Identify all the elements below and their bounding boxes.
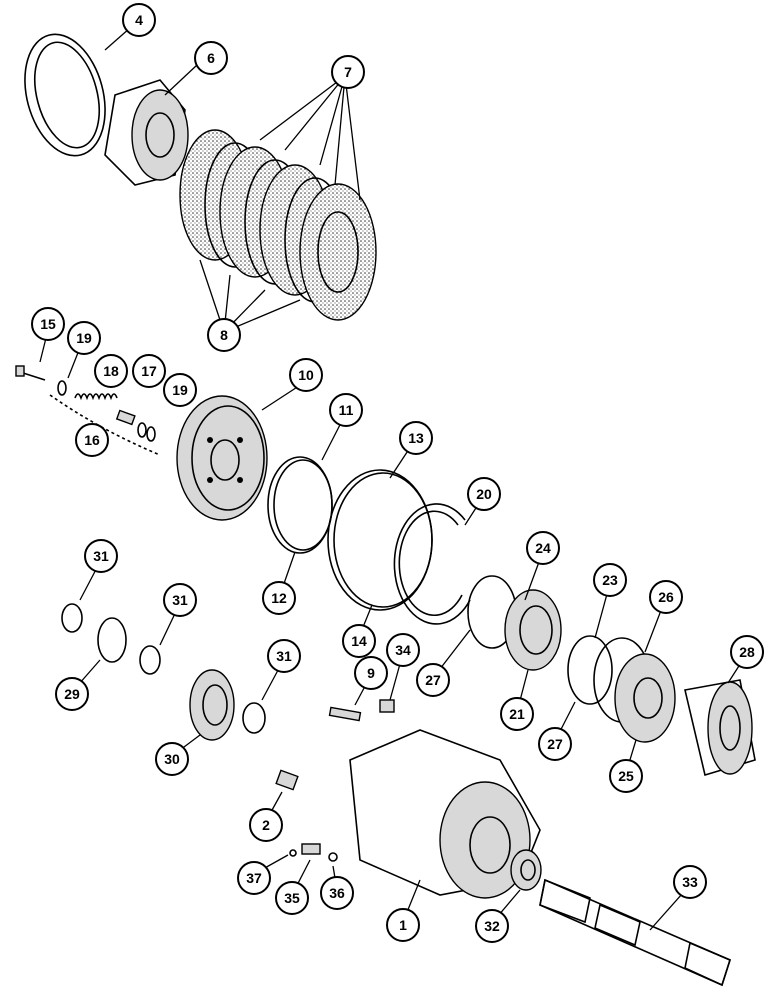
- svg-text:34: 34: [395, 642, 411, 658]
- callout-34: 34: [386, 633, 420, 667]
- part-32-ring: [510, 849, 542, 891]
- callout-1: 1: [386, 908, 420, 942]
- svg-text:17: 17: [141, 363, 157, 379]
- svg-text:36: 36: [329, 885, 345, 901]
- part-31-29-rings: [61, 603, 161, 675]
- part-13-14-seals: [327, 469, 433, 611]
- part-9-key: [328, 706, 362, 722]
- part-7-8-clutch-pack: [179, 129, 377, 321]
- svg-text:23: 23: [602, 572, 618, 588]
- svg-text:11: 11: [339, 402, 354, 418]
- part-10-piston: [176, 395, 268, 521]
- part-20-snap-ring: [393, 503, 471, 625]
- callout-30: 30: [155, 742, 189, 776]
- callout-4: 4: [122, 3, 156, 37]
- callout-12: 12: [262, 581, 296, 615]
- svg-text:31: 31: [276, 648, 292, 664]
- svg-text:29: 29: [64, 686, 80, 702]
- callout-19: 19: [67, 321, 101, 355]
- callout-21: 21: [500, 697, 534, 731]
- part-33-shaft: [539, 878, 731, 987]
- svg-text:2: 2: [262, 817, 270, 833]
- callout-10: 10: [289, 358, 323, 392]
- callout-28: 28: [730, 635, 764, 669]
- svg-text:19: 19: [76, 330, 92, 346]
- svg-text:13: 13: [408, 430, 424, 446]
- part-35-37-36-fittings: [289, 843, 338, 862]
- callout-13: 13: [399, 421, 433, 455]
- part-34-fitting: [379, 699, 395, 713]
- svg-text:6: 6: [207, 50, 215, 66]
- callout-6: 6: [194, 41, 228, 75]
- svg-text:28: 28: [739, 644, 755, 660]
- callout-26: 26: [649, 580, 683, 614]
- callout-11: 11: [329, 393, 363, 427]
- svg-text:27: 27: [547, 736, 563, 752]
- callout-8: 8: [207, 318, 241, 352]
- svg-text:16: 16: [84, 432, 100, 448]
- callout-27: 27: [416, 663, 450, 697]
- svg-text:9: 9: [367, 665, 375, 681]
- svg-text:1: 1: [399, 917, 407, 933]
- callout-2: 2: [249, 808, 283, 842]
- callout-23: 23: [593, 563, 627, 597]
- callout-31: 31: [84, 539, 118, 573]
- svg-text:31: 31: [172, 592, 188, 608]
- svg-text:15: 15: [40, 316, 56, 332]
- svg-text:19: 19: [172, 382, 188, 398]
- svg-text:10: 10: [298, 367, 314, 383]
- callout-20: 20: [467, 477, 501, 511]
- svg-text:18: 18: [103, 363, 119, 379]
- callout-27-b: 27: [538, 727, 572, 761]
- svg-text:37: 37: [246, 870, 262, 886]
- callout-29: 29: [55, 677, 89, 711]
- part-30-bearing: [189, 669, 266, 741]
- svg-text:4: 4: [135, 12, 143, 28]
- svg-text:20: 20: [476, 486, 492, 502]
- callout-24: 24: [526, 531, 560, 565]
- callout-14: 14: [342, 624, 376, 658]
- svg-text:25: 25: [618, 768, 634, 784]
- callout-37: 37: [237, 861, 271, 895]
- part-4-plate: [24, 33, 106, 157]
- part-28-gear: [684, 679, 756, 777]
- callout-31-b: 31: [163, 583, 197, 617]
- svg-text:35: 35: [284, 890, 300, 906]
- part-6-hub: [104, 79, 189, 186]
- callout-19-b: 19: [163, 373, 197, 407]
- svg-text:24: 24: [535, 540, 551, 556]
- callout-31-c: 31: [267, 639, 301, 673]
- svg-text:33: 33: [682, 874, 698, 890]
- callout-35: 35: [275, 881, 309, 915]
- callout-36: 36: [320, 876, 354, 910]
- callout-9: 9: [354, 656, 388, 690]
- svg-text:26: 26: [658, 589, 674, 605]
- callout-33: 33: [673, 865, 707, 899]
- part-27-24-21: [467, 575, 562, 671]
- callout-16: 16: [75, 423, 109, 457]
- svg-text:7: 7: [344, 64, 352, 80]
- svg-text:14: 14: [351, 633, 367, 649]
- svg-text:12: 12: [271, 590, 287, 606]
- svg-text:27: 27: [425, 672, 441, 688]
- part-23-26-25: [567, 635, 676, 743]
- callout-17: 17: [132, 354, 166, 388]
- part-1-housing: [349, 729, 541, 899]
- callout-18: 18: [94, 354, 128, 388]
- svg-text:8: 8: [220, 327, 228, 343]
- callout-25: 25: [609, 759, 643, 793]
- svg-text:32: 32: [484, 918, 500, 934]
- callout-15: 15: [31, 307, 65, 341]
- part-11-12-seals: [267, 456, 333, 554]
- callout-32: 32: [475, 909, 509, 943]
- part-2-plug: [275, 769, 299, 791]
- svg-text:21: 21: [509, 706, 525, 722]
- svg-text:30: 30: [164, 751, 180, 767]
- svg-text:31: 31: [93, 548, 109, 564]
- callout-7: 7: [331, 55, 365, 89]
